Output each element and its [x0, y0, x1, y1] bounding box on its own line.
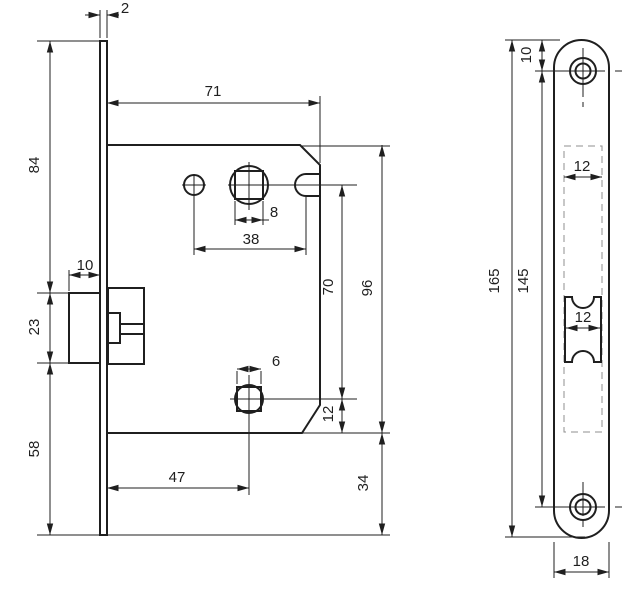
dimension-lines-right	[508, 40, 609, 576]
faceplate-outline	[553, 39, 610, 539]
latch-bolt-side	[68, 292, 101, 364]
lock-body-side-view: 2 71 84 10 23 58 8 38 70 96 12 6 47 34	[26, 0, 390, 536]
dim-34-label: 34	[355, 475, 372, 492]
follower-notch	[107, 312, 121, 344]
dim-84-label: 84	[26, 157, 43, 174]
top-screw-hole	[535, 48, 622, 107]
dim-58-label: 58	[26, 441, 43, 458]
dim-8-label: 8	[270, 204, 278, 221]
faceplate-front-view: 10 165 145 12 12 18	[486, 39, 622, 578]
dim-165-label: 165	[486, 268, 503, 293]
dim-12l-label: 12	[575, 309, 592, 326]
dim-71-label: 71	[205, 83, 222, 100]
faceplate-edge-view	[99, 40, 108, 536]
dim-23-label: 23	[26, 319, 43, 336]
latch-follower-mechanism	[107, 287, 145, 365]
dim-18-label: 18	[573, 553, 590, 570]
dimension-labels-left: 2 71 84 10 23 58 8 38 70 96 12 6 47 34	[26, 0, 376, 491]
dim-38-label: 38	[243, 231, 260, 248]
dim-96-label: 96	[359, 280, 376, 297]
dimension-lines-left	[46, 11, 386, 535]
dim-10-label: 10	[77, 257, 94, 274]
latch-cutout	[564, 296, 602, 363]
edge-slot	[294, 173, 320, 197]
dim-2-label: 2	[121, 0, 129, 17]
dim-12-label: 12	[320, 406, 337, 423]
bottom-screw-hole	[535, 482, 622, 527]
dim-12u-label: 12	[574, 158, 591, 175]
dim-10r-label: 10	[518, 47, 535, 64]
dim-145-label: 145	[515, 268, 532, 293]
body-projection-dashed	[563, 145, 603, 433]
dim-47-label: 47	[169, 469, 186, 486]
dim-70-label: 70	[320, 279, 337, 296]
dim-6-label: 6	[272, 353, 280, 370]
dimension-labels-right: 10 165 145 12 12 18	[486, 47, 591, 570]
